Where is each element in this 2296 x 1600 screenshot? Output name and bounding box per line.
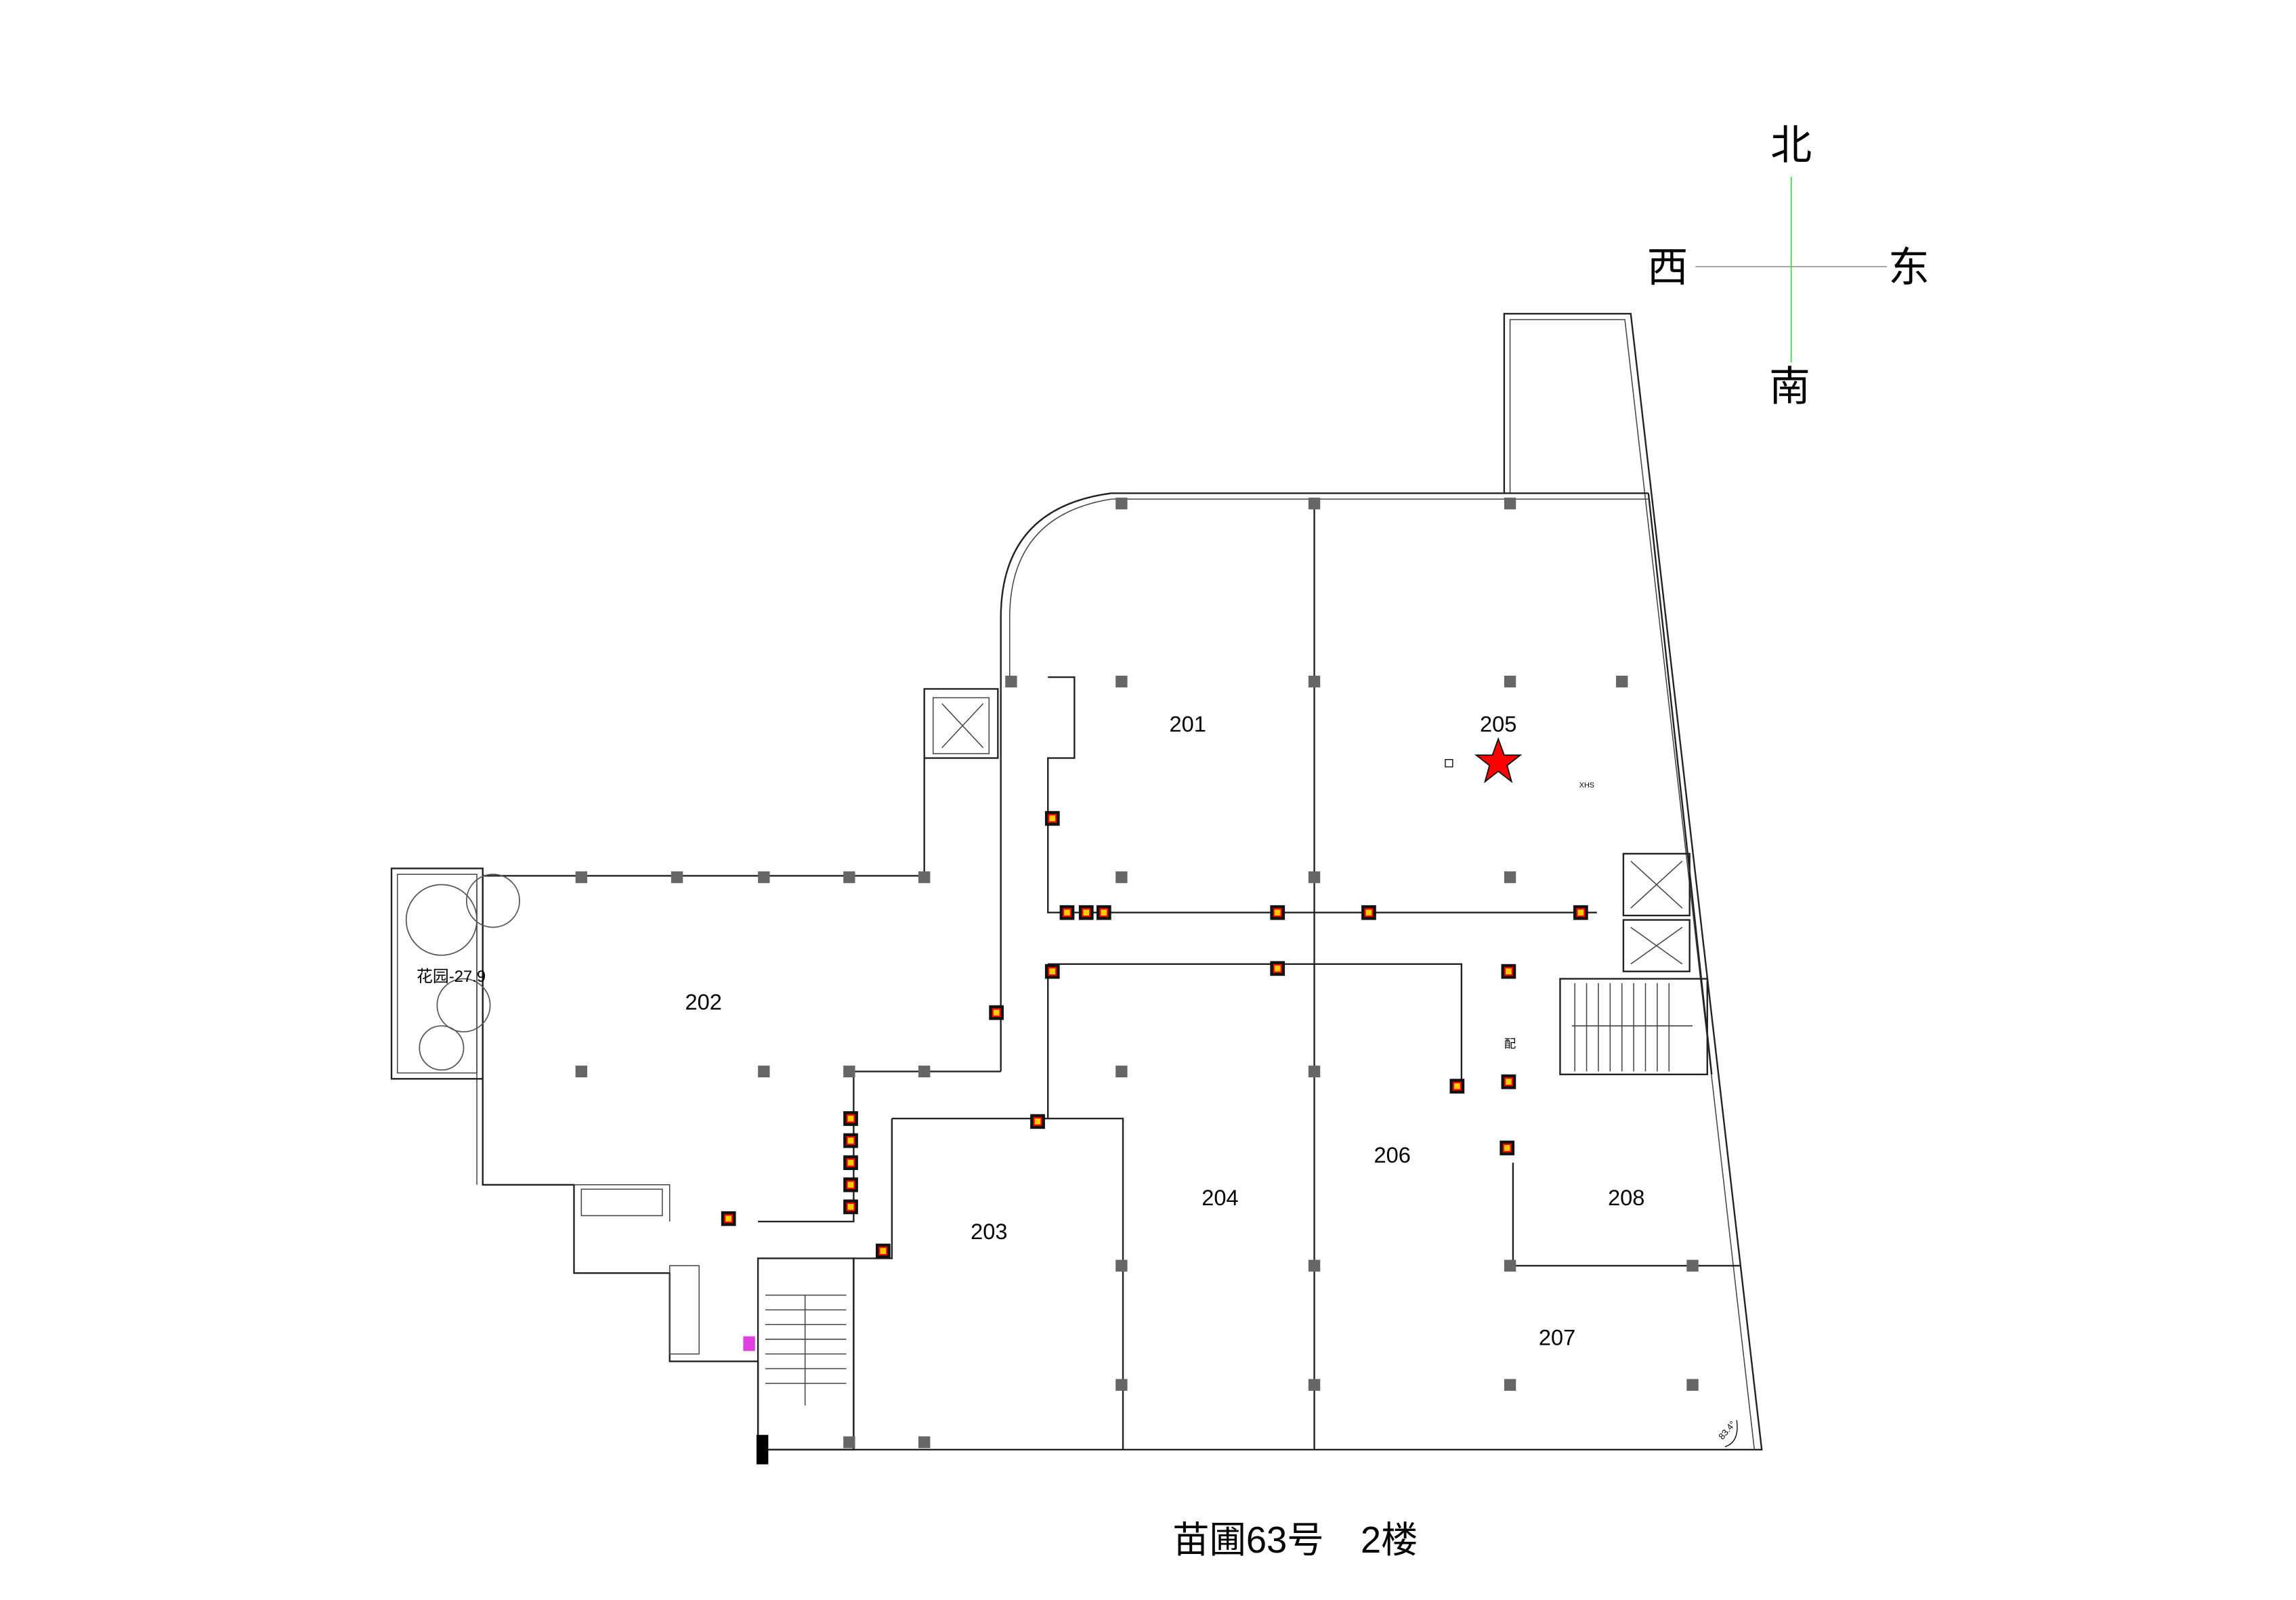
column — [1686, 1379, 1699, 1391]
compass: 北 西 东 南 — [1647, 122, 1930, 409]
column — [1115, 1379, 1128, 1391]
compass-east: 东 — [1888, 244, 1930, 290]
column — [1616, 675, 1628, 688]
room-labels: 201 205 202 206 204 208 203 207 — [685, 711, 1645, 1349]
compass-north: 北 — [1770, 122, 1812, 168]
column — [1504, 871, 1516, 884]
angle-label: 83.4° — [1716, 1419, 1737, 1442]
fire-hydrants — [721, 810, 1588, 1259]
column — [671, 871, 683, 884]
fire-hydrant-icon — [1500, 1140, 1515, 1156]
fire-hydrant-icon — [875, 1243, 891, 1259]
fire-hydrant-icon — [1078, 905, 1094, 920]
column — [1308, 1379, 1321, 1391]
column — [918, 871, 931, 884]
fire-hydrant-icon — [1361, 905, 1376, 920]
column — [1686, 1259, 1699, 1272]
fire-hydrant-icon — [721, 1211, 736, 1226]
column — [918, 1065, 931, 1078]
page-title: 苗圃63号 2楼 — [1172, 1519, 1418, 1561]
fire-hydrant-icon — [1044, 810, 1060, 826]
room-201[interactable]: 201 — [1169, 711, 1206, 736]
column — [1115, 871, 1128, 884]
column — [1504, 1379, 1516, 1391]
columns — [575, 497, 1699, 1448]
column — [1115, 1065, 1128, 1078]
garden: 花园-27.9 — [390, 867, 520, 1080]
compass-west: 西 — [1647, 244, 1688, 290]
fire-hydrant-icon — [1501, 964, 1516, 979]
marker-code: XHS — [1579, 781, 1594, 790]
room-208[interactable]: 208 — [1608, 1185, 1644, 1210]
compass-south: 南 — [1769, 364, 1810, 410]
electrical-label: 配 — [1504, 1037, 1516, 1051]
location-star-icon — [1474, 737, 1523, 783]
column — [918, 1436, 931, 1448]
column — [1005, 675, 1017, 688]
column — [1308, 1259, 1321, 1272]
fire-hydrant-icon — [1096, 905, 1111, 920]
column — [1504, 497, 1516, 510]
fire-hydrant-icon — [1030, 1114, 1045, 1129]
room-203[interactable]: 203 — [971, 1219, 1007, 1244]
garden-label: 花园-27.9 — [417, 968, 486, 986]
room-207[interactable]: 207 — [1539, 1325, 1575, 1350]
room-206[interactable]: 206 — [1374, 1142, 1411, 1167]
column — [1115, 497, 1128, 510]
fire-hydrant-icon — [1573, 905, 1588, 920]
column — [1308, 871, 1321, 884]
fire-hydrant-icon — [843, 1133, 858, 1148]
column — [758, 871, 770, 884]
fire-hydrant-icon — [843, 1177, 858, 1192]
column — [843, 1065, 855, 1078]
fire-hydrant-icon — [1044, 964, 1060, 979]
column — [575, 1065, 588, 1078]
stairwell-east — [1559, 852, 1708, 1075]
room-202[interactable]: 202 — [685, 989, 722, 1014]
column — [758, 1065, 770, 1078]
column — [1308, 675, 1321, 688]
column — [575, 871, 588, 884]
column — [843, 871, 855, 884]
column — [1115, 675, 1128, 688]
room-204[interactable]: 204 — [1202, 1185, 1238, 1210]
column — [843, 1436, 855, 1448]
column — [1115, 1259, 1128, 1272]
fire-hydrant-icon — [843, 1155, 858, 1171]
toilets — [580, 1188, 755, 1355]
room-205[interactable]: 205 — [1480, 711, 1516, 736]
fire-hydrant-icon — [843, 1111, 858, 1126]
fire-hydrant-icon — [989, 1005, 1004, 1020]
fire-hydrant-icon — [1059, 905, 1075, 920]
stairwell-south — [756, 1257, 855, 1465]
column — [1308, 497, 1321, 510]
fire-hydrant-icon — [1449, 1079, 1465, 1094]
column — [1308, 1065, 1321, 1078]
fire-hydrant-icon — [1501, 1074, 1516, 1089]
fire-hydrant-icon — [1270, 905, 1285, 920]
fire-hydrant-icon — [1270, 961, 1285, 976]
column — [1504, 675, 1516, 688]
column — [1504, 1259, 1516, 1272]
fire-hydrant-icon — [843, 1199, 858, 1215]
